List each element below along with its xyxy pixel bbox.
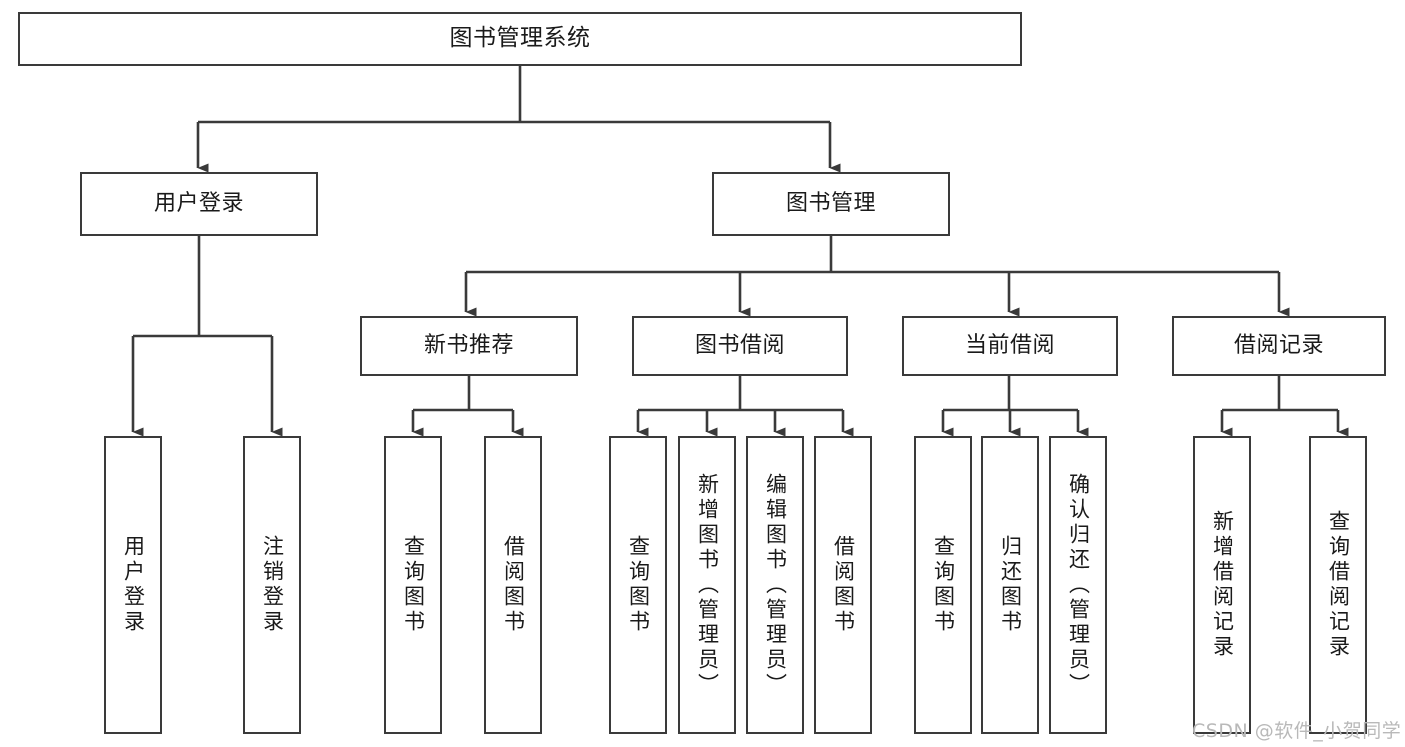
leaf-user-login-0-label: 用户登录 [121, 535, 146, 635]
leaf-current-borrow-0-label: 查询图书 [931, 535, 956, 635]
leaf-book-borrow-0-label: 查询图书 [626, 535, 651, 635]
leaf-current-borrow-0[interactable]: 查询图书 [914, 436, 972, 734]
node-root-label: 图书管理系统 [449, 25, 591, 52]
leaf-new-book-1-label: 借阅图书 [501, 535, 526, 635]
leaf-current-borrow-2-label: 确认归还（管理员） [1066, 472, 1091, 698]
node-user-login-label: 用户登录 [153, 190, 244, 216]
node-borrow-record[interactable]: 借阅记录 [1172, 316, 1386, 376]
node-book-manage[interactable]: 图书管理 [712, 172, 950, 236]
leaf-user-login-0[interactable]: 用户登录 [104, 436, 162, 734]
csdn-watermark-text: CSDN @软件_小贺同学 [1192, 720, 1402, 742]
leaf-book-borrow-2-label: 编辑图书（管理员） [763, 472, 788, 698]
leaf-user-login-1-label: 注销登录 [260, 535, 285, 635]
leaf-book-borrow-1-label: 新增图书（管理员） [695, 472, 720, 698]
leaf-book-borrow-3[interactable]: 借阅图书 [814, 436, 872, 734]
leaf-new-book-0-label: 查询图书 [401, 535, 426, 635]
node-book-borrow-label: 图书借阅 [694, 332, 785, 358]
leaf-book-borrow-2[interactable]: 编辑图书（管理员） [746, 436, 804, 734]
leaf-new-book-1[interactable]: 借阅图书 [484, 436, 542, 734]
node-new-book-label: 新书推荐 [423, 332, 514, 358]
node-current-borrow[interactable]: 当前借阅 [902, 316, 1118, 376]
leaf-book-borrow-3-label: 借阅图书 [831, 535, 856, 635]
node-borrow-record-label: 借阅记录 [1233, 332, 1324, 358]
node-user-login[interactable]: 用户登录 [80, 172, 318, 236]
leaf-book-borrow-0[interactable]: 查询图书 [609, 436, 667, 734]
leaf-borrow-record-1[interactable]: 查询借阅记录 [1309, 436, 1367, 734]
node-root[interactable]: 图书管理系统 [18, 12, 1022, 66]
leaf-new-book-0[interactable]: 查询图书 [384, 436, 442, 734]
node-book-borrow[interactable]: 图书借阅 [632, 316, 848, 376]
node-current-borrow-label: 当前借阅 [964, 332, 1055, 358]
leaf-user-login-1[interactable]: 注销登录 [243, 436, 301, 734]
leaf-current-borrow-1-label: 归还图书 [998, 535, 1023, 635]
leaf-borrow-record-0-label: 新增借阅记录 [1210, 510, 1235, 660]
leaf-borrow-record-1-label: 查询借阅记录 [1326, 510, 1351, 660]
leaf-current-borrow-1[interactable]: 归还图书 [981, 436, 1039, 734]
node-book-manage-label: 图书管理 [785, 190, 876, 216]
leaf-borrow-record-0[interactable]: 新增借阅记录 [1193, 436, 1251, 734]
node-new-book[interactable]: 新书推荐 [360, 316, 578, 376]
leaf-book-borrow-1[interactable]: 新增图书（管理员） [678, 436, 736, 734]
csdn-watermark: CSDN @软件_小贺同学 [1192, 716, 1401, 743]
leaf-current-borrow-2[interactable]: 确认归还（管理员） [1049, 436, 1107, 734]
